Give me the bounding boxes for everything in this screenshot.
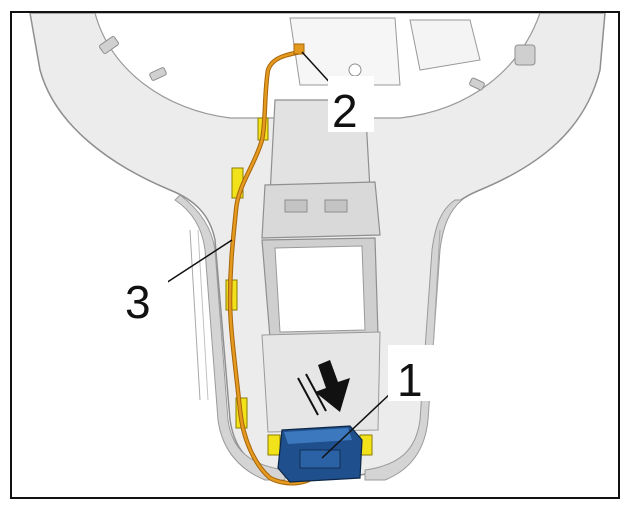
harness-connector (277, 425, 363, 483)
callout-3-leader (165, 239, 233, 284)
callout-1-label: 1 (397, 354, 423, 406)
callout-2-label: 2 (332, 85, 358, 137)
callout-3-label: 3 (125, 276, 151, 328)
callout-3: 3 (122, 239, 233, 328)
callout-1: 1 (321, 345, 438, 459)
press-down-arrow-icon (297, 360, 350, 416)
wiring-harness (227, 43, 323, 486)
callout-2-leader (301, 51, 334, 87)
callout-1-leader (321, 391, 393, 459)
callout-2: 2 (301, 51, 374, 137)
